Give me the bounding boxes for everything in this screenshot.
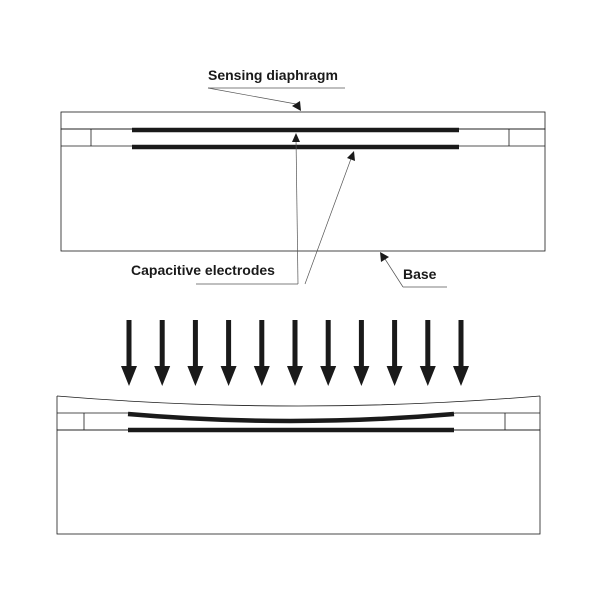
- pressure-arrow: [353, 320, 370, 386]
- deformed-top-electrode: [127, 411, 455, 424]
- base-leader: [384, 258, 404, 288]
- deformed-base-body: [56, 429, 541, 535]
- pressure-arrow: [187, 320, 204, 386]
- electrode-leader-bottom-arrowhead: [347, 151, 355, 161]
- sensing-diaphragm-leader: [207, 87, 297, 105]
- pressure-arrow: [154, 320, 171, 386]
- pressure-arrow: [453, 320, 469, 386]
- pressure-arrow: [419, 320, 436, 386]
- sensor-deformed: [56, 395, 541, 535]
- deformed-diaphragm-top: [56, 395, 541, 407]
- pressure-arrow: [253, 320, 270, 386]
- pressure-arrows: [121, 320, 469, 386]
- electrode-leader-top: [295, 137, 299, 285]
- base-leader-arrowhead: [380, 252, 389, 262]
- sensing-diaphragm-arrowhead: [292, 101, 301, 111]
- base-label: Base: [403, 266, 437, 282]
- pressure-arrow: [121, 320, 137, 386]
- pressure-arrow: [320, 320, 337, 386]
- pressure-arrow: [287, 320, 303, 386]
- pressure-arrow: [386, 320, 403, 386]
- electrode-leader-bottom: [304, 155, 353, 285]
- electrode-leader-top-arrowhead: [292, 133, 300, 142]
- sensing-diaphragm-label: Sensing diaphragm: [208, 67, 338, 83]
- diaphragm-layer: [60, 111, 546, 130]
- pressure-arrow: [220, 320, 237, 386]
- capacitive-electrodes-label: Capacitive electrodes: [131, 262, 275, 278]
- sensor-undeformed: [60, 111, 546, 252]
